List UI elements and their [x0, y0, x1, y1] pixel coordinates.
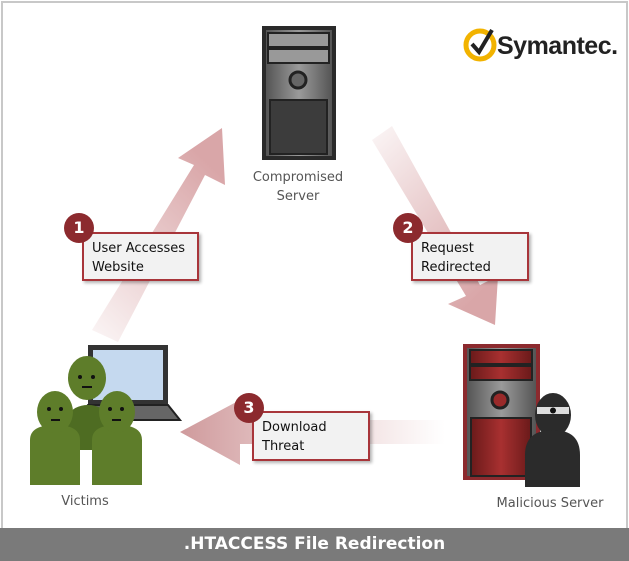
hacker-icon	[525, 393, 580, 487]
step-2-line-1: Request	[421, 241, 474, 256]
step-1-box: User Accesses Website	[82, 232, 199, 281]
step-1-badge: 1	[64, 213, 94, 243]
malicious-server-icon	[463, 344, 540, 480]
symantec-logo: Symantec.	[497, 32, 618, 60]
compromised-server-icon	[262, 26, 336, 160]
victims-icon	[30, 356, 142, 485]
step-2-line-2: Redirected	[421, 260, 491, 275]
step-3-box: Download Threat	[252, 411, 370, 461]
step-1-line-1: User Accesses	[92, 241, 186, 256]
step-3-badge: 3	[234, 393, 264, 423]
symantec-logo-icon	[463, 28, 497, 62]
step-1-line-2: Website	[92, 260, 144, 275]
step-2-badge: 2	[393, 213, 423, 243]
step-3-line-1: Download	[262, 420, 327, 435]
victims-label: Victims	[61, 494, 109, 509]
arrow-step-2	[372, 126, 498, 325]
step-2-box: Request Redirected	[411, 232, 529, 281]
footer-title: .HTACCESS File Redirection	[0, 528, 629, 561]
step-3-line-2: Threat	[262, 439, 305, 454]
compromised-server-label: Compromised Server	[252, 170, 344, 204]
malicious-server-label: Malicious Server	[496, 496, 604, 511]
